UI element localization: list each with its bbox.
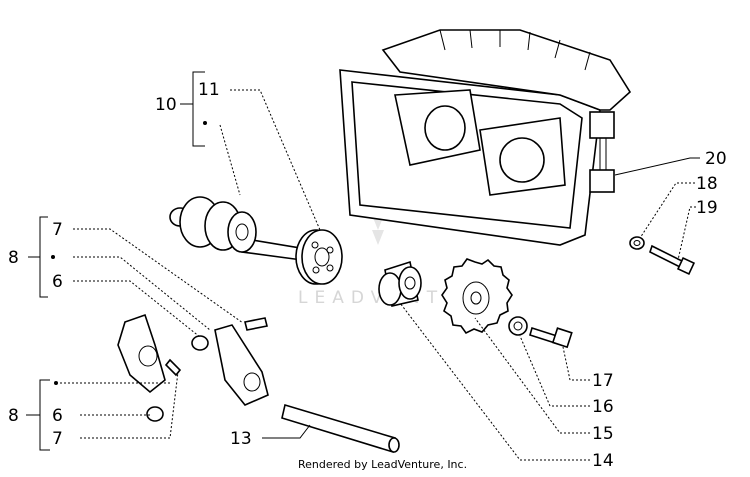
callout-7-top: 7 bbox=[52, 220, 63, 240]
nut-upper bbox=[191, 335, 209, 351]
sprocket-15 bbox=[441, 258, 513, 335]
callout-7-bottom: 7 bbox=[52, 429, 63, 449]
bracket-8-top bbox=[28, 216, 48, 298]
rocker-shaft-13 bbox=[281, 403, 400, 454]
callout-13: 13 bbox=[230, 429, 252, 449]
callout-19: 19 bbox=[696, 198, 718, 218]
washer-18 bbox=[629, 236, 645, 250]
render-credit: Rendered by LeadVenture, Inc. bbox=[298, 458, 467, 471]
gear-11 bbox=[295, 229, 343, 285]
callout-20: 20 bbox=[705, 149, 727, 169]
callout-6-bottom: 6 bbox=[52, 406, 63, 426]
callout-14: 14 bbox=[592, 451, 614, 471]
callout-16: 16 bbox=[592, 397, 614, 417]
washer-16 bbox=[508, 316, 528, 336]
bracket-10 bbox=[180, 71, 205, 147]
camshaft-10 bbox=[169, 196, 303, 261]
callout-10: 10 bbox=[155, 95, 177, 115]
bracket-8-bottom bbox=[26, 379, 50, 451]
bolt-17 bbox=[529, 326, 573, 349]
cylinder-head bbox=[339, 29, 632, 246]
adjuster-screw-upper bbox=[244, 317, 268, 331]
rocker-arm-lower bbox=[117, 313, 166, 394]
callout-17: 17 bbox=[592, 371, 614, 391]
bullet-dots bbox=[51, 121, 207, 385]
callout-15: 15 bbox=[592, 424, 614, 444]
callout-8-bottom: 8 bbox=[8, 406, 19, 426]
nut-lower bbox=[146, 406, 164, 422]
adjuster-screw-lower bbox=[164, 358, 182, 377]
leader-lines bbox=[60, 89, 700, 461]
roller-14 bbox=[378, 260, 422, 307]
rocker-arm-upper bbox=[214, 324, 269, 406]
callout-11: 11 bbox=[198, 80, 220, 100]
bolt-19 bbox=[649, 244, 696, 276]
callout-6-top: 6 bbox=[52, 272, 63, 292]
callout-18: 18 bbox=[696, 174, 718, 194]
callout-8-top: 8 bbox=[8, 248, 19, 268]
